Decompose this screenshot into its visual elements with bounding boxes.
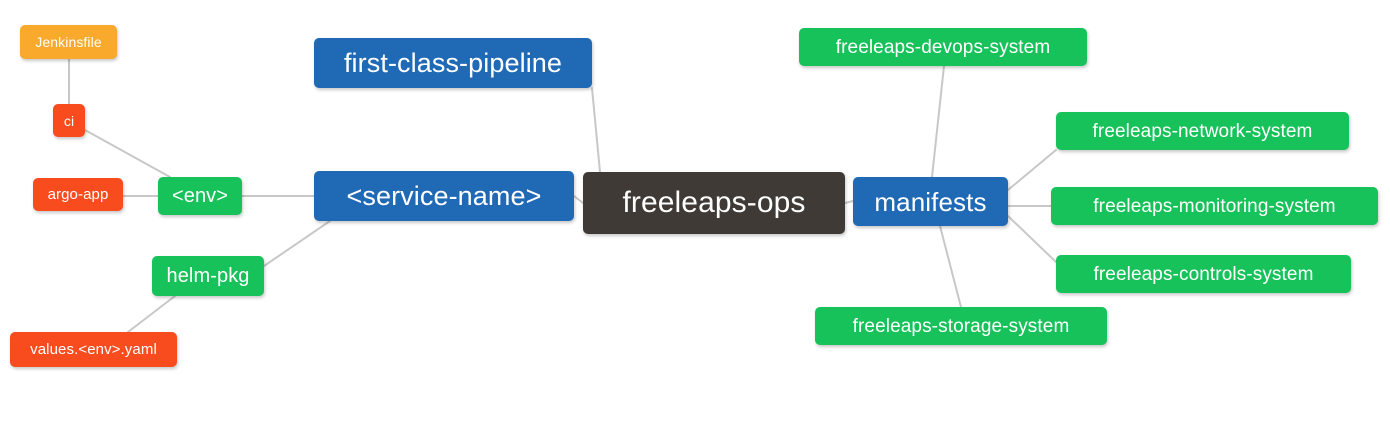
edge-helm-pkg-to-values-yaml: [127, 295, 176, 333]
node-freeleaps-ops[interactable]: freeleaps-ops: [583, 172, 845, 234]
node-freeleaps-devops-system[interactable]: freeleaps-devops-system: [799, 28, 1087, 66]
node-freeleaps-monitoring-system[interactable]: freeleaps-monitoring-system: [1051, 187, 1378, 225]
node-values-yaml[interactable]: values.<env>.yaml: [10, 332, 177, 367]
node-label-ci: ci: [63, 112, 75, 129]
node-argo-app[interactable]: argo-app: [33, 178, 123, 211]
node-ci[interactable]: ci: [53, 104, 85, 137]
node-label-freeleaps-devops-system: freeleaps-devops-system: [835, 36, 1051, 58]
edge-freeleaps-ops-to-first-class-pipeline: [591, 87, 601, 173]
node-label-env: <env>: [171, 185, 229, 207]
edge-freeleaps-ops-to-service-name: [573, 195, 584, 204]
node-freeleaps-storage-system[interactable]: freeleaps-storage-system: [815, 307, 1107, 345]
node-label-argo-app: argo-app: [47, 186, 109, 203]
node-label-first-class-pipeline: first-class-pipeline: [343, 47, 563, 78]
edge-manifests-to-freeleaps-devops-system: [931, 65, 945, 178]
node-label-helm-pkg: helm-pkg: [166, 265, 250, 287]
node-label-values-yaml: values.<env>.yaml: [30, 341, 157, 358]
node-label-freeleaps-controls-system: freeleaps-controls-system: [1093, 263, 1314, 285]
node-freeleaps-network-system[interactable]: freeleaps-network-system: [1056, 112, 1349, 150]
edge-manifests-to-freeleaps-network-system: [1007, 149, 1057, 191]
node-jenkinsfile[interactable]: Jenkinsfile: [20, 25, 117, 59]
node-freeleaps-controls-system[interactable]: freeleaps-controls-system: [1056, 255, 1351, 293]
edge-manifests-to-freeleaps-storage-system: [939, 225, 962, 308]
node-label-jenkinsfile: Jenkinsfile: [35, 34, 102, 50]
node-label-service-name: <service-name>: [346, 180, 542, 211]
node-label-freeleaps-storage-system: freeleaps-storage-system: [852, 315, 1070, 337]
edge-service-name-to-helm-pkg: [263, 220, 331, 267]
node-first-class-pipeline[interactable]: first-class-pipeline: [314, 38, 592, 88]
node-label-freeleaps-network-system: freeleaps-network-system: [1092, 120, 1313, 142]
node-service-name[interactable]: <service-name>: [314, 171, 574, 221]
node-env[interactable]: <env>: [158, 177, 242, 215]
edge-env-to-ci: [84, 129, 171, 178]
edge-freeleaps-ops-to-manifests: [844, 200, 854, 204]
edge-manifests-to-freeleaps-controls-system: [1007, 215, 1057, 263]
node-helm-pkg[interactable]: helm-pkg: [152, 256, 264, 296]
node-label-freeleaps-ops: freeleaps-ops: [622, 186, 806, 219]
node-label-manifests: manifests: [874, 186, 987, 217]
node-label-freeleaps-monitoring-system: freeleaps-monitoring-system: [1093, 195, 1336, 217]
node-manifests[interactable]: manifests: [853, 177, 1008, 226]
